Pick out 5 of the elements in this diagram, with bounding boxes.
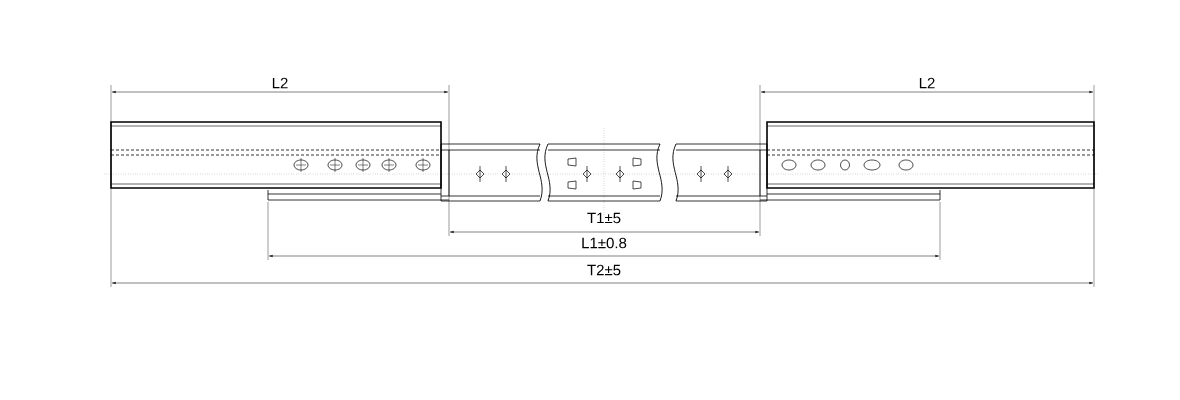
dimension-label: L2 [272, 77, 288, 89]
dimension-label: T2±5 [587, 264, 621, 276]
dimension-label: L2 [919, 77, 935, 89]
dimension-label: T1±5 [587, 212, 621, 224]
dimension-label: L1±0.8 [582, 237, 627, 249]
